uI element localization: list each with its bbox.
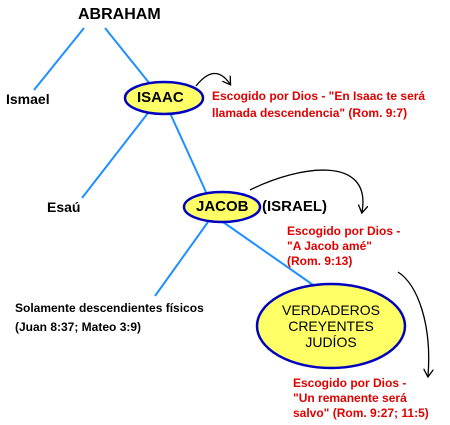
remnant-note-line-1: Escogido por Dios - — [293, 376, 407, 390]
branch-abraham-isaac — [104, 27, 151, 85]
isaac-note-line-2: llamada descendencia" (Rom. 9:7) — [212, 106, 408, 120]
abraham-label: ABRAHAM — [78, 6, 161, 23]
believers-line-3: JUDÍOS — [305, 334, 357, 350]
arrow-isaac-note — [195, 72, 230, 87]
remnant-note-line-3: salvo" (Rom. 9:27; 11:5) — [293, 406, 429, 420]
believers-line-2: CREYENTES — [288, 318, 374, 334]
jacob-note-line-1: Escogido por Dios - — [287, 224, 401, 238]
jacob-note-line-3: (Rom. 9:13) — [287, 254, 353, 268]
jacob-note-line-2: "A Jacob amé" — [287, 239, 372, 253]
physical-descendants-label: Solamente descendientes físicos (Juan 8:… — [15, 299, 204, 337]
remnant-note: Escogido por Dios - "Un remanente será s… — [293, 376, 429, 421]
esau-label: Esaú — [47, 199, 81, 215]
branch-abraham-ismael — [33, 27, 85, 91]
ismael-label: Ismael — [6, 91, 50, 107]
arrow-jacob-note — [249, 169, 363, 212]
believers-label: VERDADEROS CREYENTES JUDÍOS — [257, 302, 405, 350]
believers-ellipse — [255, 282, 407, 370]
branch-jacob-physical — [154, 221, 209, 297]
isaac-note: Escogido por Dios - "En Isaac te será ll… — [212, 89, 425, 120]
isaac-label: ISAAC — [137, 89, 184, 106]
remnant-note-line-2: "Un remanente será — [293, 391, 407, 405]
israel-label: (ISRAEL) — [262, 198, 327, 215]
physical-line-1: Solamente descendientes físicos — [15, 301, 204, 315]
physical-line-2: (Juan 8:37; Mateo 3:9) — [15, 320, 142, 334]
believers-line-1: VERDADEROS — [281, 302, 381, 318]
isaac-ellipse — [123, 80, 205, 116]
arrow-believers-note — [397, 271, 429, 376]
branch-isaac-esau — [81, 112, 149, 199]
jacob-note: Escogido por Dios - "A Jacob amé" (Rom. … — [287, 224, 400, 269]
jacob-label: JACOB — [196, 198, 249, 215]
jacob-ellipse — [182, 190, 262, 224]
isaac-note-line-1: Escogido por Dios - "En Isaac te será — [212, 89, 426, 103]
branch-jacob-believers — [222, 221, 317, 288]
branch-isaac-jacob — [169, 112, 207, 193]
